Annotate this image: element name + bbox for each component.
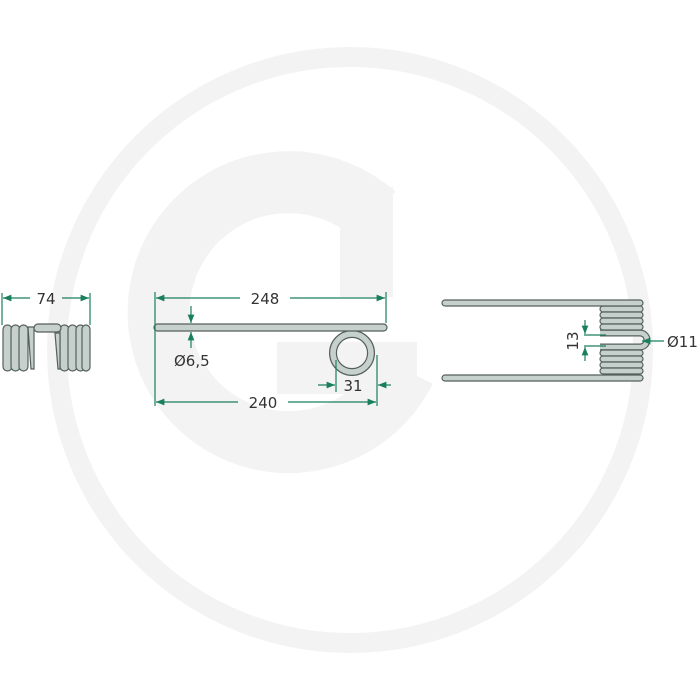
length-dimension-label: 248 [251, 290, 280, 308]
inner-length-dimension-label: 240 [249, 394, 278, 412]
bend-diameter-label: Ø11 [667, 333, 698, 351]
top-view: 13 Ø11 [441, 299, 698, 382]
side-view: 74 [1, 290, 91, 372]
gap-dimension-label: 13 [564, 331, 582, 350]
coil-dimension-label: 31 [343, 377, 362, 395]
watermark-logo [47, 47, 653, 653]
watermark-g-stem [340, 187, 393, 297]
front-view: 248 240 31 Ø6,5 [153, 290, 391, 412]
watermark-g-arc [127, 151, 433, 474]
wire-diameter-label: Ø6,5 [174, 352, 210, 370]
width-dimension-label: 74 [36, 290, 55, 308]
